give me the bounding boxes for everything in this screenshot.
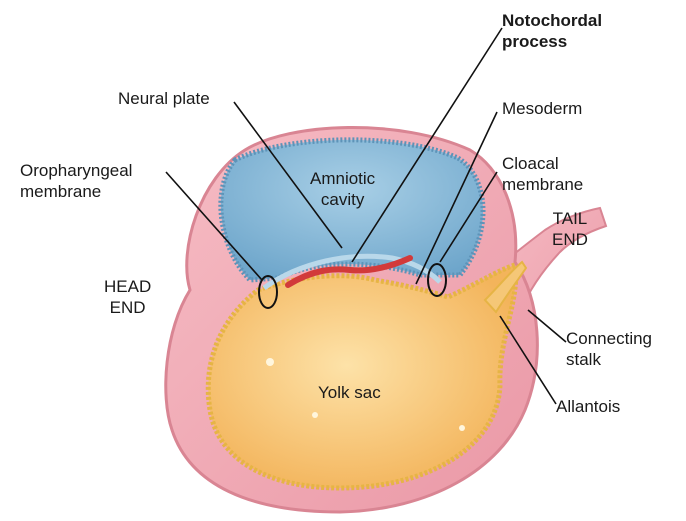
label-cloacal-membrane-line-2: membrane [502, 174, 583, 195]
label-notochordal-process-line-2: process [502, 31, 602, 52]
label-oropharyngeal-membrane-line-1: Oropharyngeal [20, 160, 132, 181]
label-tail-end-line-1: TAIL [552, 208, 588, 229]
label-neural-plate: Neural plate [118, 88, 210, 109]
label-amniotic-cavity-line-1: Amniotic [310, 168, 375, 189]
label-cloacal-membrane-line-1: Cloacal [502, 153, 583, 174]
label-tail-end: TAIL END [552, 208, 588, 250]
label-cloacal-membrane: Cloacal membrane [502, 153, 583, 195]
label-notochordal-process: Notochordal process [502, 10, 602, 52]
yolk-highlight-1 [266, 358, 274, 366]
yolk-highlight-2 [312, 412, 318, 418]
label-amniotic-cavity: Amniotic cavity [310, 168, 375, 210]
label-head-end-line-1: HEAD [104, 276, 151, 297]
label-head-end-line-2: END [104, 297, 151, 318]
label-allantois: Allantois [556, 396, 620, 417]
label-yolk-sac: Yolk sac [318, 382, 381, 403]
label-notochordal-process-line-1: Notochordal [502, 10, 602, 31]
label-amniotic-cavity-line-2: cavity [310, 189, 375, 210]
label-connecting-stalk-line-1: Connecting [566, 328, 652, 349]
label-tail-end-line-2: END [552, 229, 588, 250]
yolk-highlight-3 [459, 425, 465, 431]
label-oropharyngeal-membrane-line-2: membrane [20, 181, 132, 202]
label-connecting-stalk-line-2: stalk [566, 349, 652, 370]
label-connecting-stalk: Connecting stalk [566, 328, 652, 370]
label-mesoderm: Mesoderm [502, 98, 582, 119]
label-head-end: HEAD END [104, 276, 151, 318]
label-oropharyngeal-membrane: Oropharyngeal membrane [20, 160, 132, 202]
